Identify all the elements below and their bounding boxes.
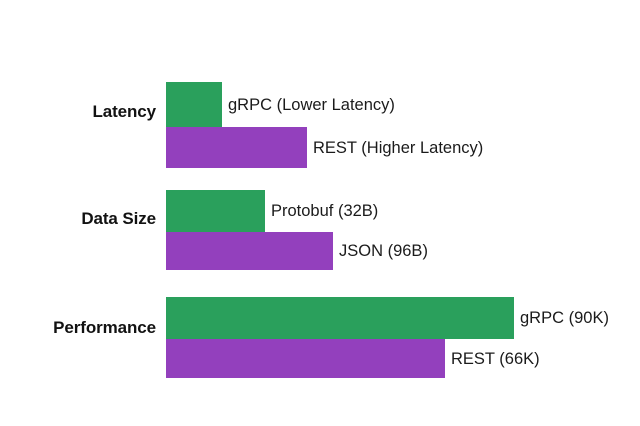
bar-label-data-size-grpc: Protobuf (32B) bbox=[271, 201, 379, 220]
bar-data-size-grpc[interactable] bbox=[166, 190, 265, 232]
bar-label-data-size-rest: JSON (96B) bbox=[339, 241, 428, 260]
category-label-data-size: Data Size bbox=[81, 209, 156, 228]
bar-performance-rest[interactable] bbox=[166, 339, 445, 378]
bar-label-performance-rest: REST (66K) bbox=[451, 349, 540, 368]
bar-latency-grpc[interactable] bbox=[166, 82, 222, 127]
chart-group-performance: Performance gRPC (90K) REST (66K) bbox=[0, 297, 640, 378]
chart-group-data-size: Data Size Protobuf (32B) JSON (96B) bbox=[0, 190, 640, 270]
bar-label-performance-grpc: gRPC (90K) bbox=[520, 308, 609, 327]
category-label-latency: Latency bbox=[92, 102, 156, 121]
bar-label-latency-rest: REST (Higher Latency) bbox=[313, 138, 484, 157]
bar-label-latency-grpc: gRPC (Lower Latency) bbox=[228, 95, 395, 114]
chart-group-latency: Latency gRPC (Lower Latency) REST (Highe… bbox=[0, 82, 640, 168]
bar-performance-grpc[interactable] bbox=[166, 297, 514, 339]
bar-data-size-rest[interactable] bbox=[166, 232, 333, 270]
bar-latency-rest[interactable] bbox=[166, 127, 307, 168]
category-label-performance: Performance bbox=[53, 318, 156, 337]
